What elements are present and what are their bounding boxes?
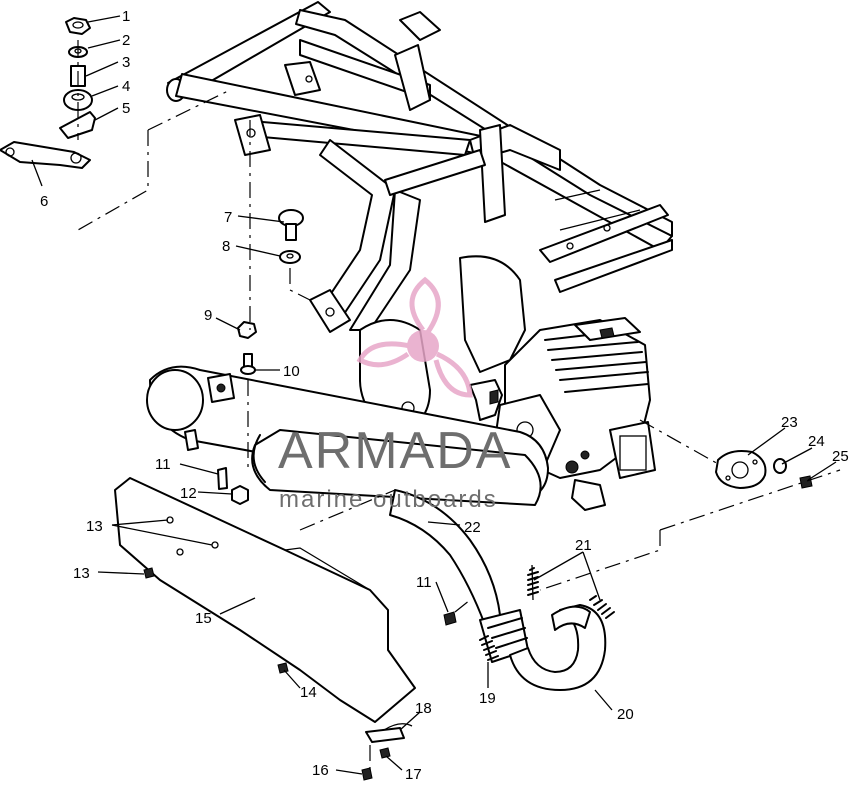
flange-assembly <box>715 450 813 489</box>
callout-17: 17 <box>405 766 422 783</box>
callout-3: 3 <box>122 54 130 71</box>
callout-23: 23 <box>781 414 798 431</box>
callout-4: 4 <box>122 78 130 95</box>
head-pipe <box>389 489 529 663</box>
callout-9: 9 <box>204 307 212 324</box>
callout-1: 1 <box>122 8 130 25</box>
heat-shield <box>114 477 416 723</box>
callout-2: 2 <box>122 32 130 49</box>
leader-lines <box>31 15 837 775</box>
callout-10: 10 <box>283 363 300 380</box>
springs <box>479 564 615 661</box>
hardware-stack <box>0 17 457 781</box>
callout-18: 18 <box>415 700 432 717</box>
callout-11a: 11 <box>155 456 171 473</box>
callout-24: 24 <box>808 433 825 450</box>
callout-11b: 11 <box>416 574 432 591</box>
callout-21: 21 <box>575 537 592 554</box>
callout-19: 19 <box>479 690 496 707</box>
frame <box>166 1 673 333</box>
callout-6: 6 <box>40 193 48 210</box>
exhaust-pipe <box>509 604 607 691</box>
callout-22: 22 <box>464 519 481 536</box>
watermark-brand: ARMADA <box>278 422 512 480</box>
callout-7: 7 <box>224 209 232 226</box>
callout-13b: 13 <box>73 565 90 582</box>
callout-14: 14 <box>300 684 317 701</box>
callout-12: 12 <box>180 485 197 502</box>
armada-logo-icon <box>356 276 473 398</box>
watermark-tagline: marine outboards <box>279 486 498 513</box>
watermark: ARMADA marine outboards <box>278 276 512 513</box>
callout-25: 25 <box>832 448 849 465</box>
callout-13a: 13 <box>86 518 103 535</box>
callout-16: 16 <box>312 762 329 779</box>
callout-20: 20 <box>617 706 634 723</box>
callout-8: 8 <box>222 238 230 255</box>
center-lines <box>77 40 841 770</box>
callout-15: 15 <box>195 610 212 627</box>
part-callouts: 1 2 3 4 5 6 7 8 9 10 11 12 13 13 15 11 2… <box>40 8 849 783</box>
callout-5: 5 <box>122 100 130 117</box>
muffler <box>146 365 549 506</box>
